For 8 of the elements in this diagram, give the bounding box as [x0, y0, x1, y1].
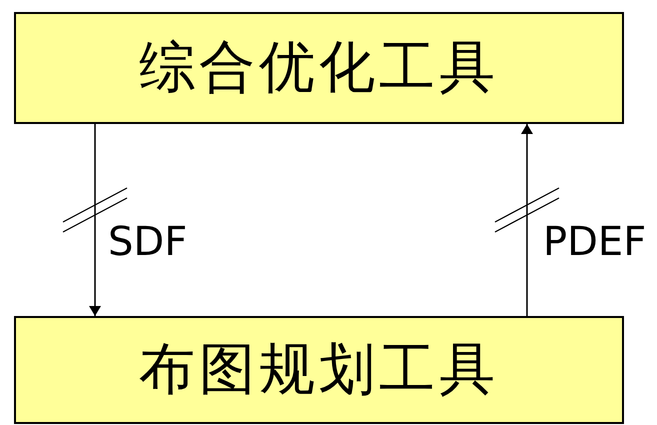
process-box	[14, 316, 624, 424]
box-title: 综合优化工具	[139, 40, 499, 96]
edge-label: SDF	[108, 222, 188, 262]
box-title: 布图规划工具	[139, 342, 499, 398]
arrow	[521, 124, 533, 316]
edge-label: PDEF	[543, 222, 646, 262]
process-box	[14, 12, 624, 124]
arrow	[89, 124, 101, 316]
